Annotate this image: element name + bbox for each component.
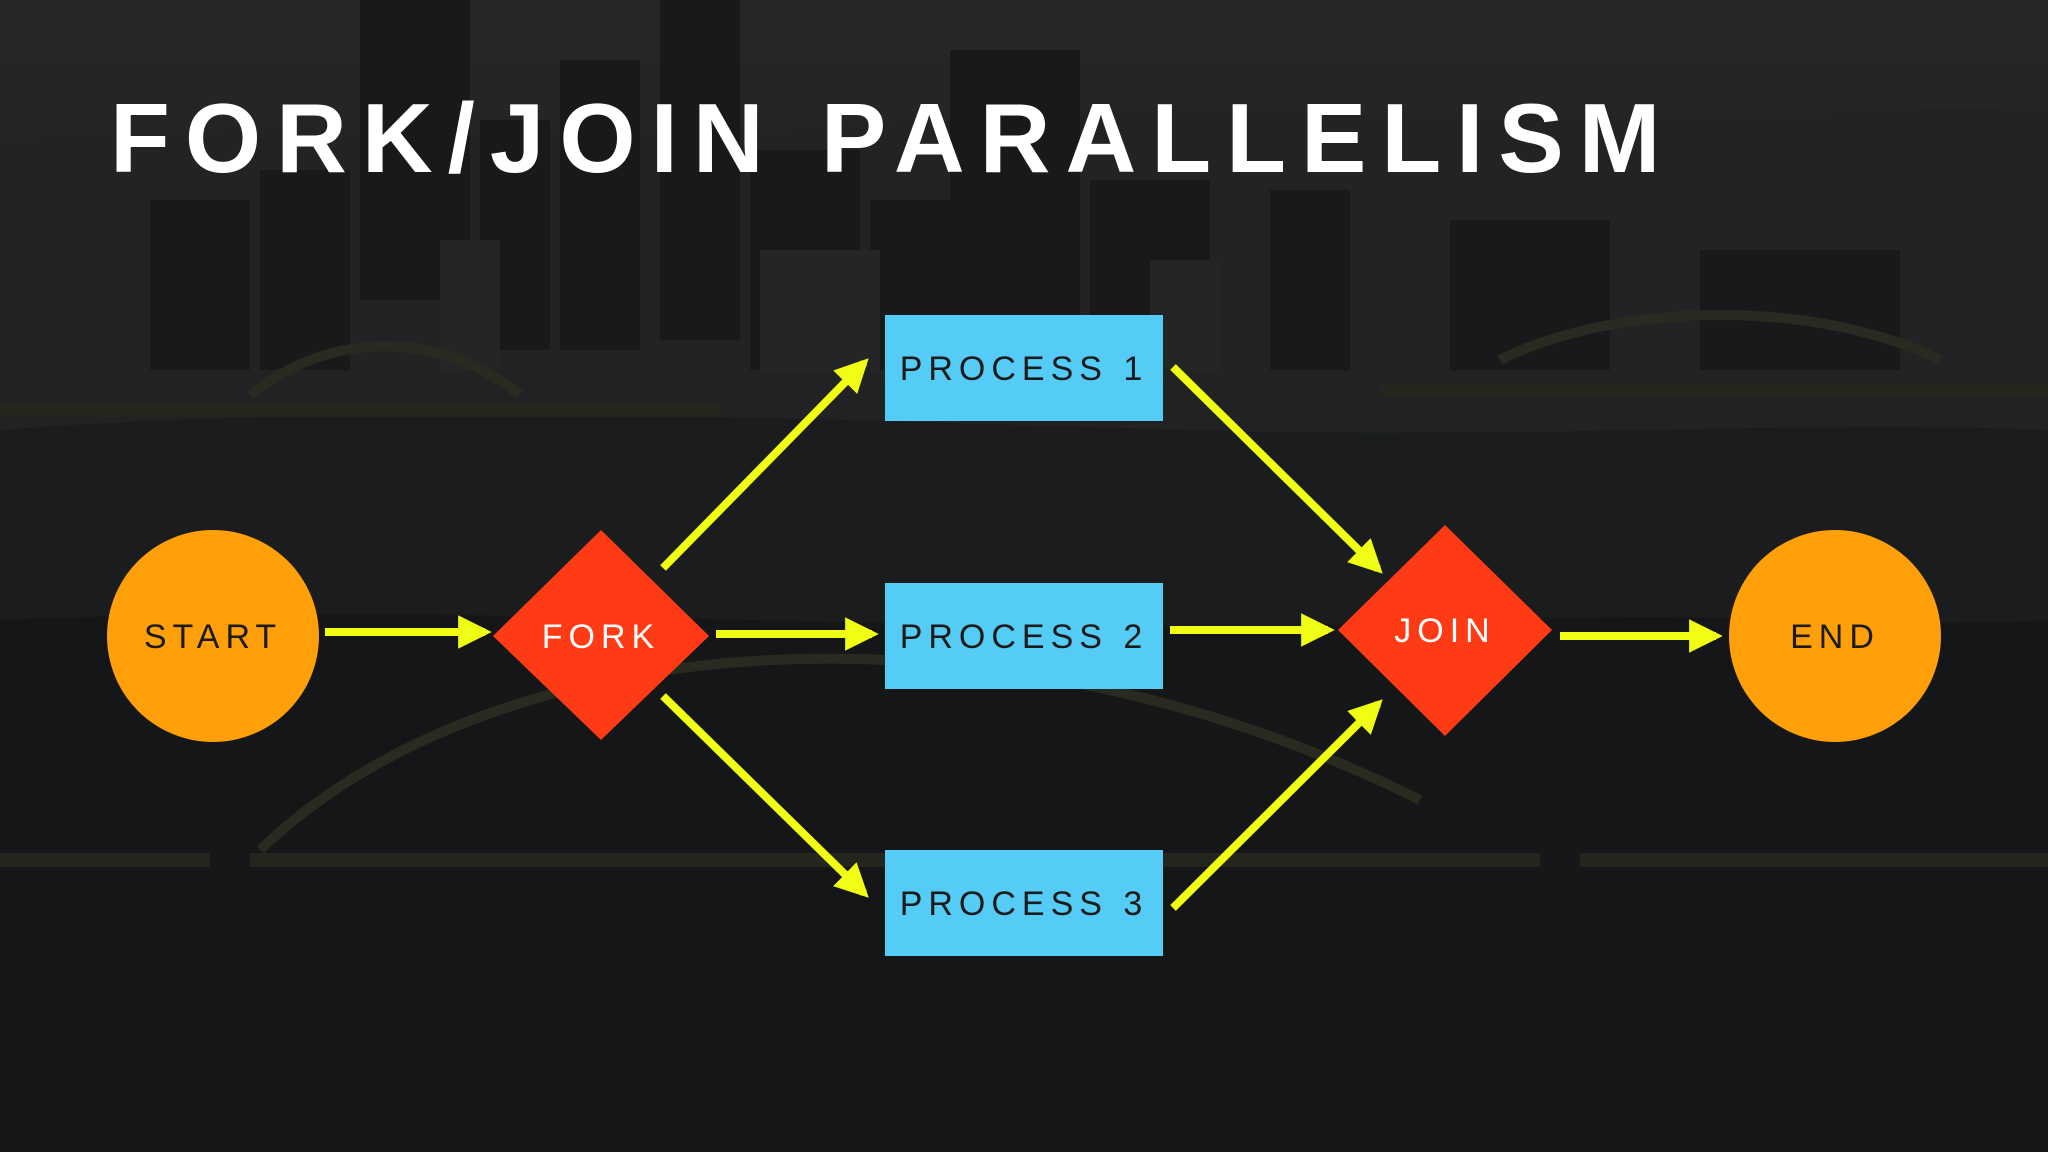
start-label: START <box>144 618 282 656</box>
arrow-fork-to-process-1 <box>660 358 869 571</box>
process-1-label: PROCESS 1 <box>900 350 1149 388</box>
node-fork: FORK <box>493 530 709 740</box>
arrow-fork-to-process-3 <box>660 693 869 898</box>
arrow-process-3-to-join <box>1170 699 1383 911</box>
node-process-3: PROCESS 3 <box>885 850 1163 956</box>
end-circle <box>1729 530 1941 742</box>
node-join: JOIN <box>1338 525 1552 736</box>
fork-diamond <box>493 530 709 740</box>
process-2-label: PROCESS 2 <box>900 618 1149 656</box>
arrow-process-1-to-join <box>1170 364 1383 574</box>
slide-title: FORK/JOIN PARALLELISM <box>110 83 1676 193</box>
node-start: START <box>107 530 319 742</box>
process-3-label: PROCESS 3 <box>900 885 1149 923</box>
join-label: JOIN <box>1394 612 1495 650</box>
process-1-box <box>885 315 1163 421</box>
end-label: END <box>1790 618 1880 656</box>
join-diamond <box>1338 525 1552 736</box>
edges <box>325 358 1723 911</box>
process-3-box <box>885 850 1163 956</box>
start-circle <box>107 530 319 742</box>
fork-label: FORK <box>542 618 660 656</box>
node-end: END <box>1729 530 1941 742</box>
node-process-2: PROCESS 2 <box>885 583 1163 689</box>
process-2-box <box>885 583 1163 689</box>
node-process-1: PROCESS 1 <box>885 315 1163 421</box>
